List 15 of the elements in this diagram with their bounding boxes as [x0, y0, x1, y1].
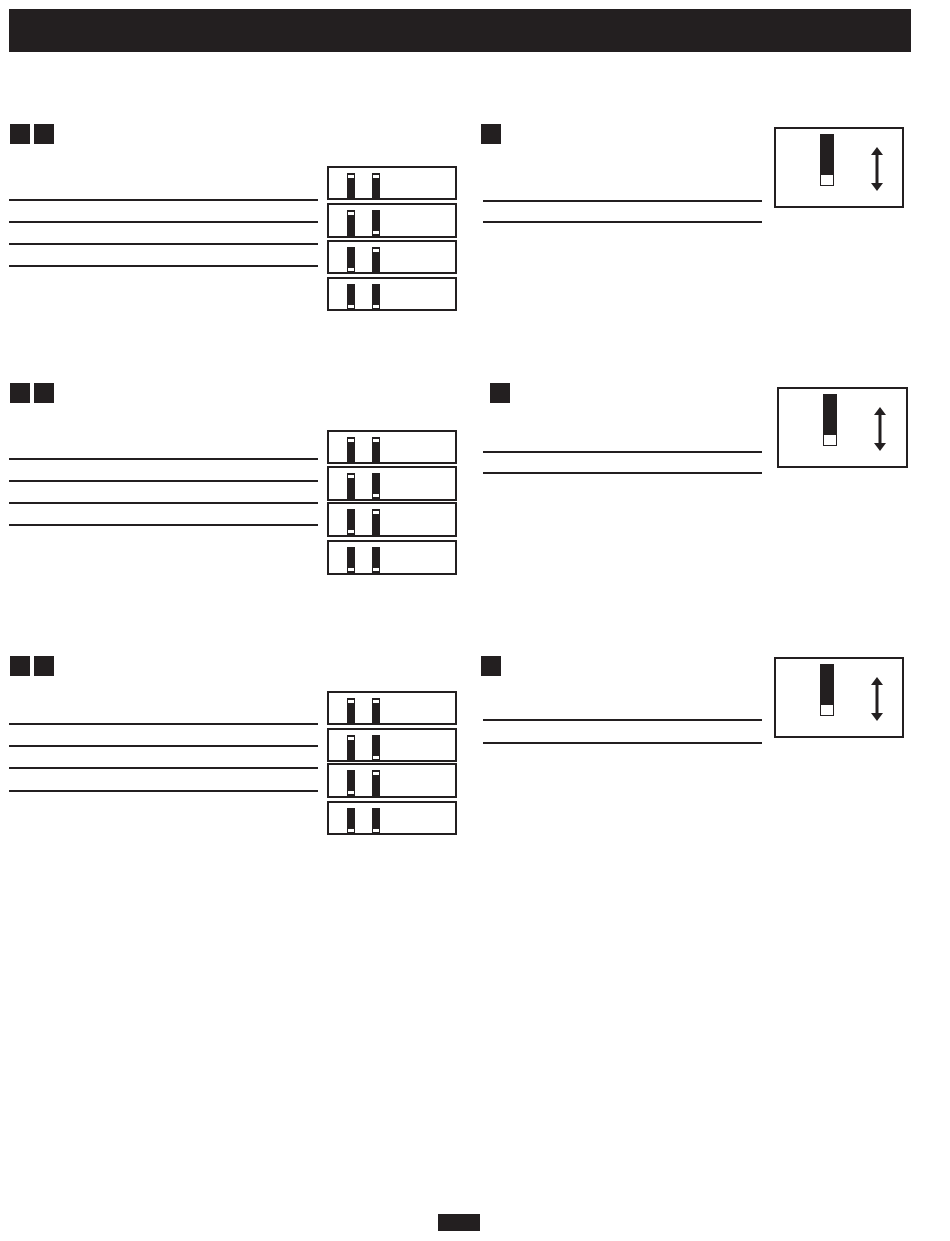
- switch-setting-box: [327, 466, 457, 501]
- switch-diagram-box: [774, 657, 904, 738]
- switch-setting-box: [327, 801, 457, 835]
- switch-setting-box: [327, 430, 457, 464]
- switch-setting-box: [327, 203, 457, 238]
- switch-diagram-box: [777, 387, 908, 468]
- switch-setting-box: [327, 728, 457, 762]
- switch-diagram-box: [774, 127, 904, 208]
- switch-setting-box: [327, 540, 457, 575]
- switch-setting-box: [327, 166, 457, 200]
- switch-setting-box: [327, 502, 457, 537]
- switch-setting-box: [327, 691, 457, 725]
- switch-setting-box: [327, 763, 457, 798]
- switch-setting-box: [327, 240, 457, 274]
- switch-setting-box: [327, 277, 457, 311]
